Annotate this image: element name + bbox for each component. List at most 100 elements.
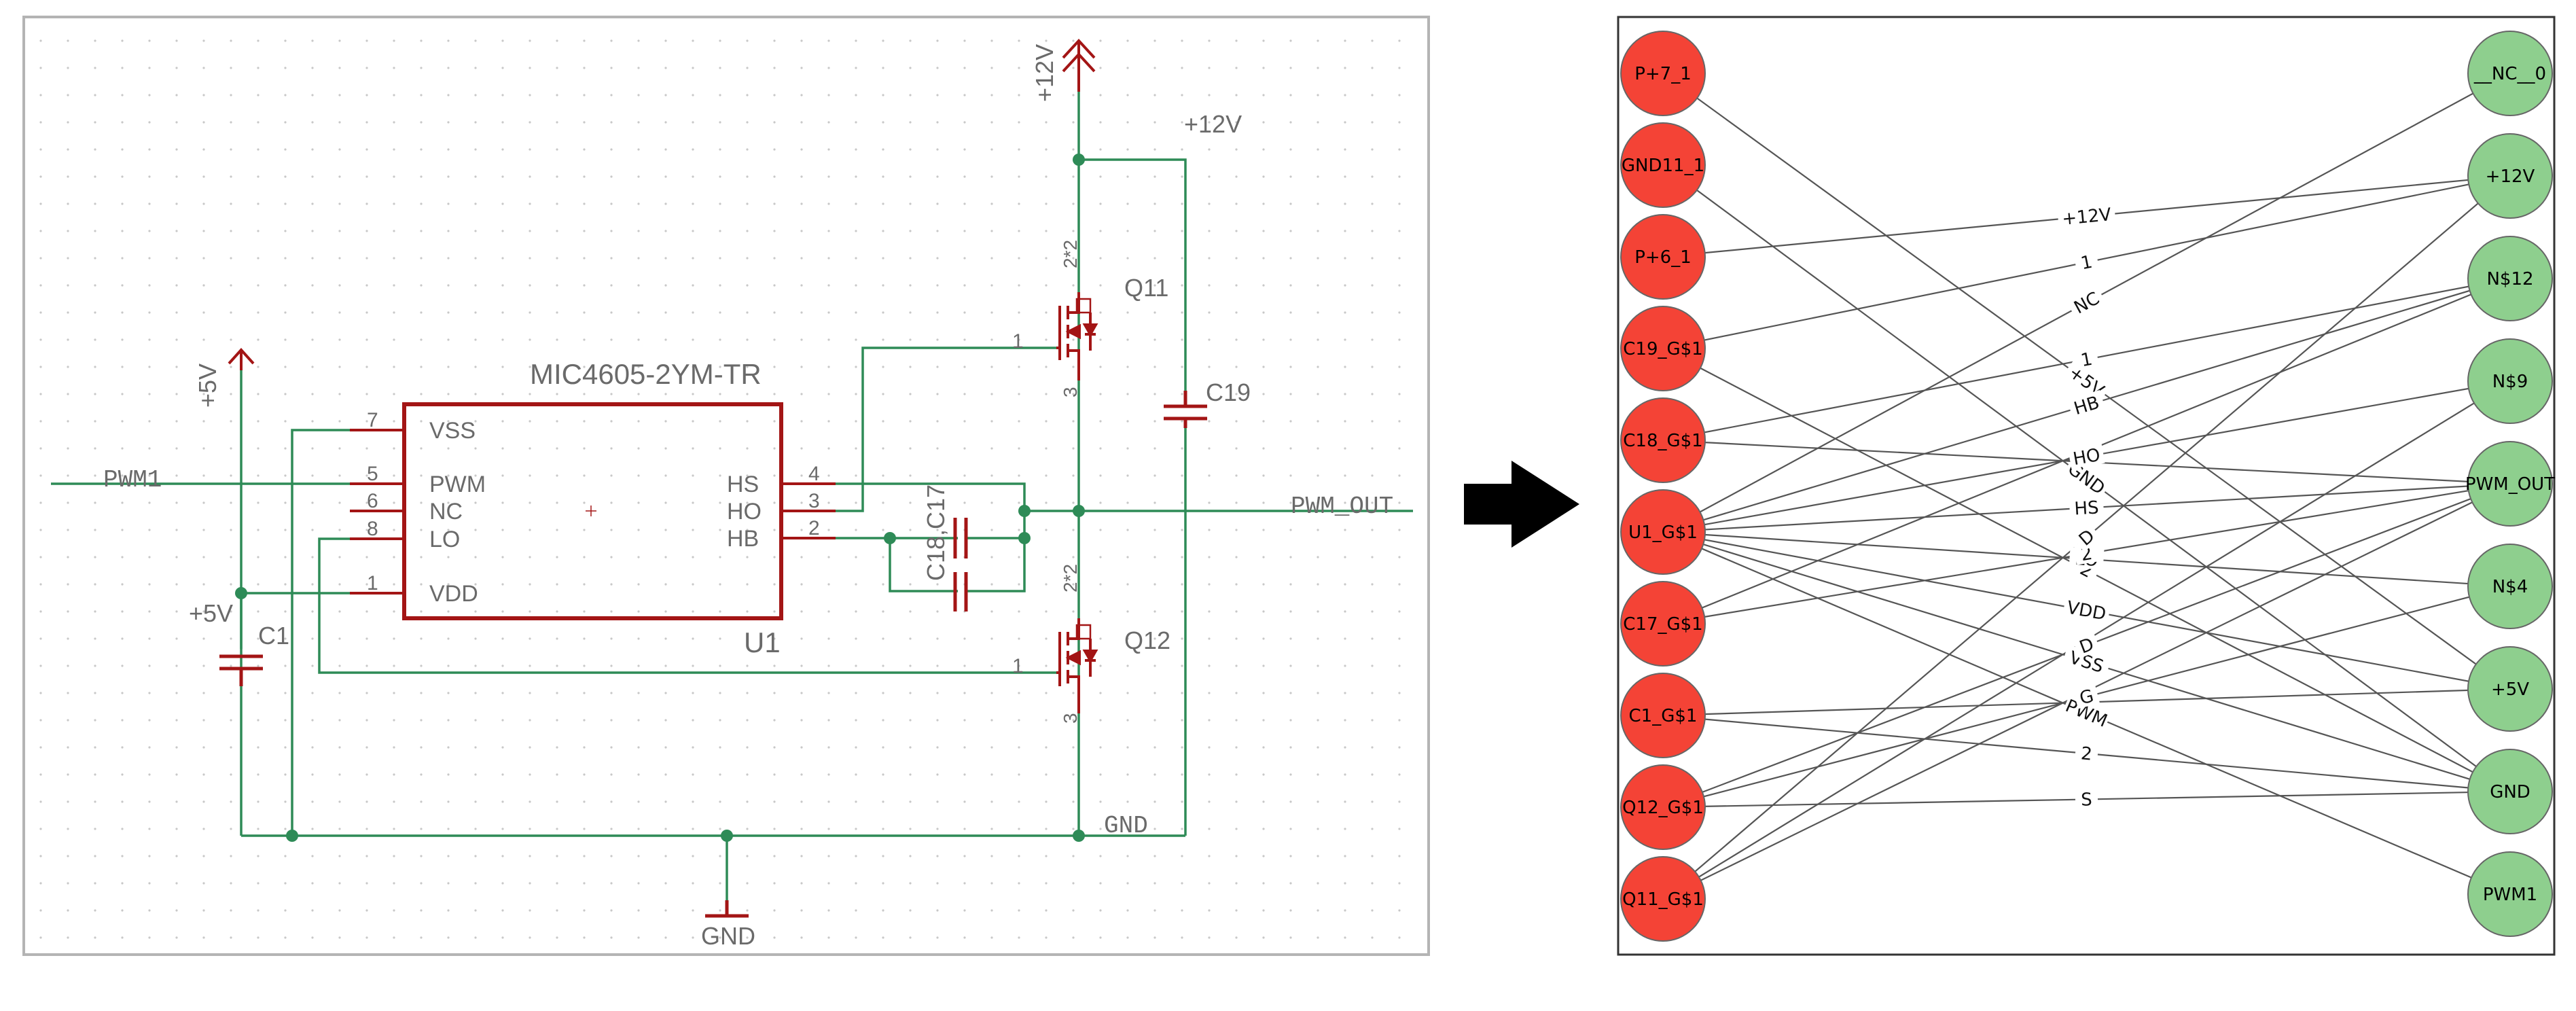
power-label-5v-top: +5V [194,363,221,408]
edge-label-background [2074,741,2099,764]
edge-label-background [2073,347,2100,371]
mosfet-q11-label: Q11 [1124,274,1168,302]
power-label-12v: +12V [1184,110,1242,138]
graph-node-net [2467,851,2553,937]
q11-pin3-label: 3 [1060,387,1081,397]
mosfet-q12-label: Q12 [1124,626,1170,654]
edge-label-background [2075,788,2098,809]
capacitor-c19 [1164,391,1207,428]
ic-pin-name: LO [429,527,460,552]
gnd-symbol-label: GND [701,922,755,950]
graph-node-label: U1_G$1 [1628,522,1698,543]
q12-pin3-label: 3 [1060,713,1081,724]
graph-node-label: P+7_1 [1634,64,1692,84]
ic-pin-number: 2 [808,517,820,539]
graph-node-label: GND11_1 [1622,156,1704,176]
capacitor-c17 [953,572,968,611]
power-label-5v: +5V [189,599,233,627]
capacitor-c19-label: C19 [1206,378,1251,406]
ic-u1 [350,402,836,620]
capacitor-c1-label: C1 [258,622,289,650]
ic-pin-number: 4 [808,463,820,485]
graph-edge-label: HS [2074,497,2100,519]
mosfet-q11 [1056,292,1098,380]
power-symbol-12v [1062,39,1096,92]
graph-node-label: __NC__0 [2473,64,2546,84]
graph-node-label: +5V [2491,679,2529,700]
graph-node-label: C1_G$1 [1629,706,1698,726]
edge-label-background [2057,202,2116,229]
q12-pin22-label: 2*2 [1060,564,1081,592]
graph-edge-label: 1 [2079,252,2094,274]
ic-pin-number: 1 [367,572,378,595]
graph-node-label: Q11_G$1 [1622,889,1704,910]
graph-node-component [1620,856,1706,942]
net-label-pwm1: PWM1 [103,466,162,494]
graph-node-label: Q12_G$1 [1622,798,1704,818]
graph-node-net [2467,31,2553,116]
graph-edge-label: 2 [2080,743,2093,764]
q11-pin22-label: 2*2 [1060,240,1081,268]
graph-edge-label: 1 [2079,349,2094,372]
capacitor-c18-c17-label: C18,C17 [922,484,950,581]
graph-node-component [1620,673,1706,758]
ic-pin-number: 6 [367,490,378,512]
graph-node-label: C17_G$1 [1623,614,1702,635]
graph-node-label: P+6_1 [1634,247,1692,268]
graph-node-label: N$12 [2486,269,2533,289]
graph-node-net [2467,749,2553,834]
ic-pin-number: 5 [367,463,378,485]
graph-node-label: +12V [2486,166,2535,187]
ic-pin-name: VSS [429,418,476,444]
graph-node-net [2467,646,2553,732]
schematic-panel: MIC4605-2YM-TR U1 VSS PWM NC LO VDD HS H… [22,16,1430,956]
ic-pin-name: VDD [429,581,478,607]
graph-node-component [1620,306,1706,391]
ic-pin-name: HB [727,526,759,552]
edge-label-background [2073,541,2100,565]
ic-pin-name: PWM [429,472,486,497]
graph-node-label: PWM1 [2483,885,2537,905]
edge-label-background [2062,694,2112,731]
edge-label-background [2069,496,2105,518]
ic-pin-name: NC [429,499,463,525]
edge-label-background [2067,390,2106,420]
q11-pin1-label: 1 [1012,330,1024,353]
graph-node-component [1620,581,1706,667]
right-arrow-icon [1464,461,1579,548]
capacitor-c1 [219,654,263,686]
q12-pin1-label: 1 [1012,655,1024,677]
mosfet-q12 [1056,618,1098,713]
graph-node-component [1620,214,1706,300]
net-label-gnd: GND [1104,812,1148,840]
ic-pin-number: 3 [808,490,820,512]
graph-node-component [1620,397,1706,483]
edge-label-background [2073,249,2100,274]
edge-label-background [2062,644,2112,678]
junction-dots [235,154,1085,842]
ic-pin-number: 7 [367,409,378,431]
ic-part-label: MIC4605-2YM-TR [530,358,762,390]
graph-edge-label: S [2081,790,2092,810]
ic-pin-name: HS [727,472,759,497]
graph-node-net [2467,338,2553,424]
graph-node-label: C19_G$1 [1623,339,1702,359]
graph-node-net [2467,236,2553,321]
ic-ref-label: U1 [744,626,781,658]
graph-node-net [2467,441,2553,527]
graph-node-component [1620,122,1706,208]
graph-node-label: PWM_OUT [2465,474,2555,495]
power-symbol-5v [228,348,255,370]
graph-edge-label: +12V [2061,205,2112,230]
graph-node-label: C18_G$1 [1623,431,1702,451]
net-label-pwm-out: PWM_OUT [1291,493,1393,520]
graph-node-component [1620,489,1706,575]
graph-node-component [1620,31,1706,116]
graph-edge-label: HO [2071,445,2102,470]
graph-node-label: GND [2490,782,2530,802]
graph-node-net [2467,133,2553,219]
graph-node-component [1620,764,1706,850]
capacitor-c18 [953,518,968,558]
